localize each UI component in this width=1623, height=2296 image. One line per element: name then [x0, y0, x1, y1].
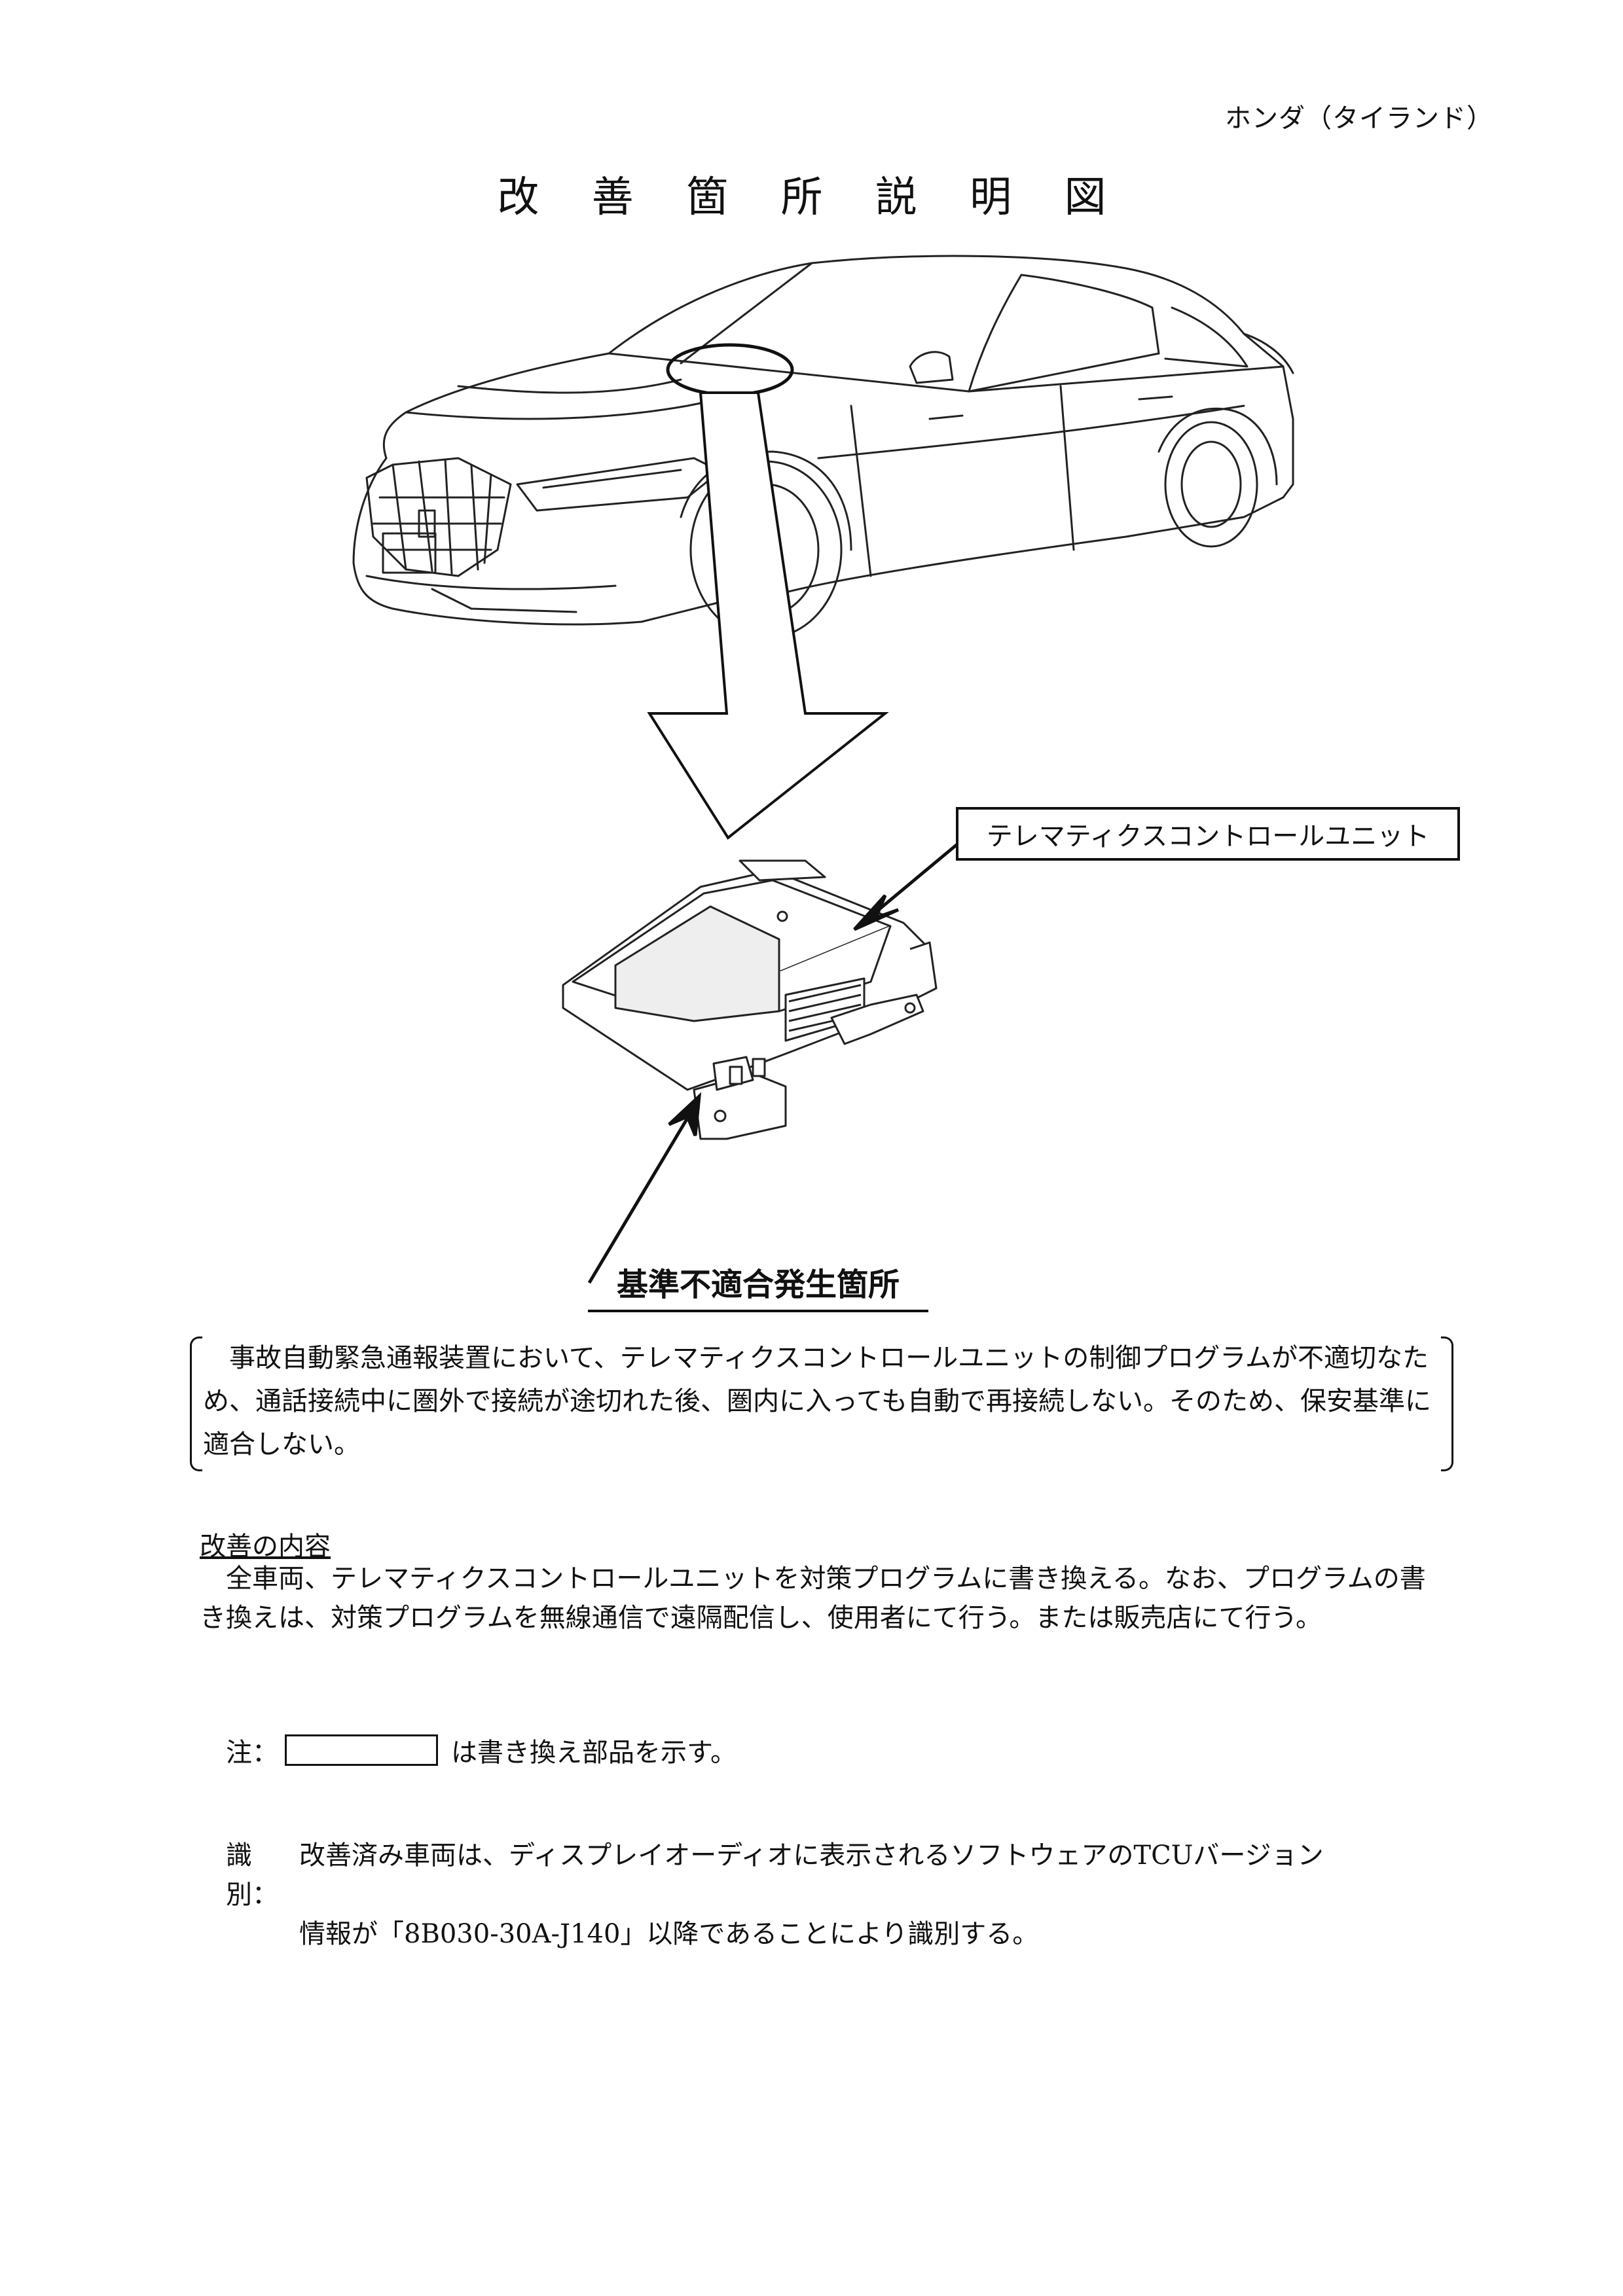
tcu-module-drawing	[562, 859, 938, 1140]
fault-location-arrow	[587, 1092, 702, 1284]
identification: 識別： 改善済み車両は、ディスプレイオーディオに表示されるソフトウェアのTCUバ…	[226, 1836, 1470, 1954]
highlight-ellipse	[666, 343, 794, 397]
right-bracket	[1441, 1336, 1453, 1471]
diagram-illustration	[352, 255, 1294, 1284]
identification-line-2: 情報が「8B030-30A-J140」以降であることにより識別する。	[299, 1919, 1039, 1949]
remedy-text: 全車両、テレマティクスコントロールユニットを対策プログラムに書き換える。なお、プ…	[200, 1564, 1426, 1633]
note: 注： は書き換え部品を示す。	[226, 1731, 737, 1769]
defect-description: 事故自動緊急通報装置において、テレマティクスコントロールユニットの制御プログラム…	[190, 1336, 1453, 1474]
identification-line-1: 改善済み車両は、ディスプレイオーディオに表示されるソフトウェアのTCUバージョン	[299, 1840, 1324, 1871]
company-name: ホンダ（タイランド）	[1225, 103, 1493, 134]
note-prefix: 注：	[226, 1738, 278, 1768]
left-bracket	[190, 1336, 202, 1471]
car-drawing	[352, 255, 1294, 639]
tcu-part-label: テレマティクスコントロールユニット	[956, 807, 1460, 861]
page-title: 改 善 箇 所 説 明 図	[497, 173, 1126, 222]
identification-label: 識別：	[226, 1840, 278, 1910]
note-suffix: は書き換え部品を示す。	[451, 1738, 737, 1768]
fault-location-label: 基準不適合発生箇所	[588, 1259, 928, 1312]
tcu-label-arrow	[853, 843, 958, 931]
note-legend-box	[285, 1734, 438, 1766]
remedy-heading: 改善の内容	[200, 1532, 331, 1562]
defect-text: 事故自動緊急通報装置において、テレマティクスコントロールユニットの制御プログラム…	[203, 1343, 1431, 1460]
down-arrow	[647, 391, 889, 840]
